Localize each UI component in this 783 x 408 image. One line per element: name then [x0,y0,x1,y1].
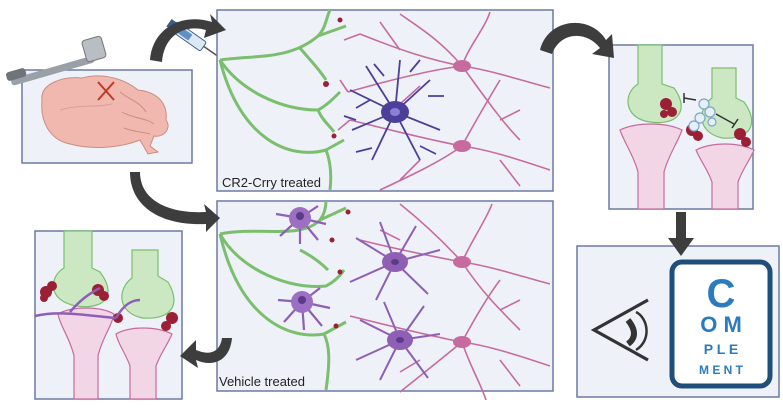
eye-chart-row-3: P L E [704,341,739,357]
axon-tree-top [218,9,347,191]
vehicle-label: Vehicle treated [219,374,305,389]
hammer-icon [5,35,107,86]
eye-chart-row-4: M E N T [699,363,744,377]
arrow-to-vehicle [130,172,220,232]
brain-icon [41,75,169,155]
postsynaptic-terminal [619,123,683,210]
reactive-astrocyte [349,221,441,301]
vehicle-neuron-panel: Vehicle treated [216,200,554,401]
astrocyte [343,59,444,161]
neuron-soma [453,256,471,268]
complement-dot [337,269,343,275]
complement-deposit [40,281,178,331]
flow-arrows [130,14,694,368]
microglia [275,205,327,244]
postsynaptic-terminal [57,307,115,400]
neuron-soma [453,140,471,152]
postsynaptic-terminal [115,327,173,400]
complement-dot [337,17,343,23]
arrow-to-synapse-right [540,22,614,58]
complement-dot [345,209,351,215]
arrow-to-vision [668,212,694,256]
injury-mark-icon [97,81,115,101]
vision-panel: C O M P L E M E N T [576,245,780,398]
treated-label: CR2-Crry treated [222,175,321,190]
complement-dot [333,323,339,329]
dendrite-network-bottom [349,203,551,401]
microglia-process [34,286,141,320]
eye-chart-row-1: C [707,272,736,316]
inhibition-mark [683,93,739,129]
dendrite-network-top [337,11,551,191]
eye-chart-row-2: O M [700,312,742,337]
treated-synapse-panel [608,44,755,210]
complement-deposit [660,98,751,147]
brain-injury-panel [21,69,193,164]
eye-icon [590,298,649,362]
arrow-to-synapse-left [180,338,232,368]
neuron-soma [453,60,471,72]
complement-dot [323,81,329,87]
arrow-to-treated [150,14,226,62]
cr2-crry-molecule [688,98,717,132]
complement-dot [331,133,337,139]
microglia [277,287,331,331]
eye-chart-icon: C O M P L E M E N T [669,259,773,389]
postsynaptic-terminal [695,143,755,210]
vehicle-synapse-panel [34,230,183,400]
reactive-astrocyte [355,301,441,381]
treated-neuron-panel: CR2-Crry treated [216,9,554,192]
neuron-soma [453,336,471,348]
complement-dot [329,237,335,243]
